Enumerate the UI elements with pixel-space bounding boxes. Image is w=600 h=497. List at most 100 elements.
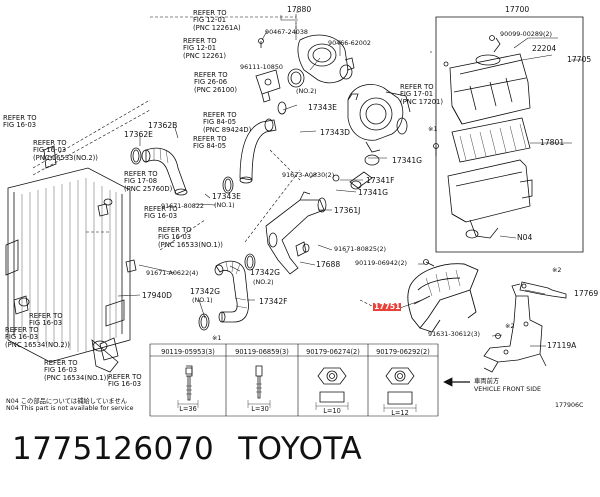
front-arrow-head: [443, 377, 453, 387]
radiator: [5, 167, 131, 373]
refer-fig-84-05[interactable]: REFER TO FIG 84-05: [193, 135, 227, 151]
fastener-bolt-2: [247, 365, 271, 408]
refer-line: FIG 12-01: [193, 16, 227, 25]
refer-fig-16-03-16533-1[interactable]: REFER TO FIG 16-03 (PNC 16533(NO.1)): [158, 226, 223, 249]
label-17700[interactable]: 17700: [505, 5, 530, 14]
fastener-dim-2: L=30: [251, 405, 269, 413]
refer-line: (PNC 16534(NO.2)): [5, 340, 70, 349]
leader-lines: [117, 15, 583, 347]
clamp-17342g-1: [198, 313, 210, 331]
refer-fig-16-03-16534-2[interactable]: REFER TO FIG 16-03 (PNC 16534(NO.2)): [5, 326, 70, 349]
element-17801: [451, 117, 531, 163]
label-90467-24038[interactable]: 90467-24038: [265, 28, 308, 36]
refer-line: REFER TO: [44, 359, 78, 367]
bracket-17769: [519, 281, 567, 299]
label-17343d[interactable]: 17343D: [320, 128, 351, 137]
refer-fig-16-03-a[interactable]: REFER TO FIG 16-03: [3, 114, 37, 130]
vehicle-front-jp: 車両前方: [474, 378, 500, 385]
marker-star2-b: ※2: [505, 322, 515, 330]
fastener-header-2[interactable]: 90119-06859(3): [235, 348, 289, 356]
refer-fig-16-03-d[interactable]: REFER TO FIG 16-03: [108, 373, 142, 389]
refer-line: FIG 84-05: [193, 142, 227, 151]
refer-fig-84-05-89424d[interactable]: REFER TO FIG 84-05 (PNC 89424D): [203, 111, 251, 134]
refer-line: REFER TO: [5, 326, 39, 334]
label-17341f[interactable]: 17341F: [366, 176, 395, 185]
label-17705[interactable]: 17705: [567, 55, 592, 64]
label-17801[interactable]: 17801: [540, 138, 565, 147]
refer-line: REFER TO: [400, 83, 434, 91]
refer-line: FIG 16-03: [29, 319, 63, 328]
label-91673-a0830[interactable]: 91673-A0830(2): [282, 171, 335, 179]
label-n04[interactable]: N04: [517, 233, 533, 242]
pipe-17361j: [265, 191, 327, 275]
label-91671-80825[interactable]: 91671-80825(2): [334, 245, 387, 253]
refer-fig-16-03-16534-1[interactable]: REFER TO FIG 16-03 (PNC 16534(NO.1)): [44, 359, 109, 382]
label-91631-30612[interactable]: 91631-30612(3): [428, 330, 481, 338]
refer-line: REFER TO: [183, 37, 217, 45]
clamp-17342g-2: [244, 253, 256, 271]
refer-line: FIG 17-08: [124, 177, 158, 186]
refer-line: REFER TO: [29, 312, 63, 320]
bracket-17119a: [483, 283, 547, 373]
label-17342f[interactable]: 17342F: [259, 297, 288, 306]
refer-fig-12-01-12261a[interactable]: REFER TO FIG 12-01 (PNC 12261A): [193, 9, 241, 32]
label-90099-00289[interactable]: 90099-00289(2): [500, 30, 553, 38]
pipe-17343d: [239, 118, 277, 184]
label-17341g-b[interactable]: 17341G: [358, 188, 389, 197]
refer-line: REFER TO: [3, 114, 37, 122]
refer-fig-16-03-b[interactable]: REFER TO FIG 16-03: [144, 205, 178, 221]
label-17751-highlighted[interactable]: 17751: [373, 302, 402, 311]
fastener-header-3[interactable]: 90179-06274(2): [306, 348, 360, 356]
label-17343e-1[interactable]: 17343E: [212, 192, 241, 201]
label-17342g-1[interactable]: 17342G: [190, 287, 221, 296]
fastener-header-1[interactable]: 90119-05953(3): [161, 348, 215, 356]
refer-line: (PNC 16534(NO.1)): [44, 373, 109, 382]
caption-brand: TOYOTA: [238, 431, 363, 467]
label-17342g-2[interactable]: 17342G: [250, 268, 281, 277]
refer-line: REFER TO: [108, 373, 142, 381]
air-cleaner-group-box: [435, 16, 584, 253]
label-17343e-2[interactable]: 17343E: [308, 103, 337, 112]
sensor-26100: [255, 69, 281, 103]
refer-fig-16-03-16533-2[interactable]: REFER TO FIG 16-03 (PNC 16533(NO.2)): [33, 139, 98, 162]
label-91671-a0622[interactable]: 91671-A0622(4): [146, 269, 199, 277]
refer-line: REFER TO: [33, 139, 67, 147]
label-96111-10850[interactable]: 96111-10850: [240, 63, 283, 71]
note-n04-en: N04 This part is not available for servi…: [6, 405, 134, 412]
figure-id: 177906C: [555, 402, 584, 409]
label-17361j[interactable]: 17361J: [334, 206, 361, 215]
bracket-clips: [13, 145, 137, 361]
label-90466-62002[interactable]: 90466-62002: [328, 39, 371, 47]
refer-line: (PNC 17201): [400, 97, 444, 106]
refer-fig-12-01-12261[interactable]: REFER TO FIG 12-01 (PNC 12261): [183, 37, 226, 60]
label-22204[interactable]: 22204: [532, 44, 557, 53]
label-17362b[interactable]: 17362B: [148, 121, 178, 130]
label-17880[interactable]: 17880: [287, 5, 312, 14]
label-17119a[interactable]: 17119A: [547, 341, 577, 350]
label-17341g[interactable]: 17341G: [392, 156, 423, 165]
clamp-ring: [268, 232, 278, 248]
fastener-header-4[interactable]: 90179-06292(2): [376, 348, 430, 356]
refer-line: FIG 16-03: [144, 212, 178, 221]
marker-star1-a: ※1: [428, 125, 438, 133]
refer-line: FIG 16-03: [33, 146, 67, 155]
label-17688[interactable]: 17688: [316, 260, 341, 269]
label-17769[interactable]: 17769: [574, 289, 599, 298]
refer-line: REFER TO: [158, 226, 192, 234]
fastener-dim-3: L=10: [323, 407, 341, 415]
refer-fig-17-01[interactable]: REFER TO FIG 17-01 (PNC 17201): [400, 83, 444, 106]
refer-fig-17-08[interactable]: REFER TO FIG 17-08 (PNC 25760D): [124, 170, 172, 193]
turbocharger: [347, 84, 411, 153]
refer-fig-26-06[interactable]: REFER TO FIG 26-06 (PNC 26100): [194, 71, 237, 94]
screw-90099: [489, 35, 495, 41]
label-17940d[interactable]: 17940D: [142, 291, 173, 300]
clamp-17362b: [130, 147, 142, 165]
label-90119-06942[interactable]: 90119-06942(2): [355, 259, 408, 267]
label-91671-80822[interactable]: 91671-80822: [161, 202, 204, 210]
refer-fig-16-03-c[interactable]: REFER TO FIG 16-03: [29, 312, 63, 328]
label-17362e[interactable]: 17362E: [124, 130, 153, 139]
refer-line: FIG 16-03: [3, 121, 37, 130]
air-cleaner-case: [433, 143, 533, 239]
